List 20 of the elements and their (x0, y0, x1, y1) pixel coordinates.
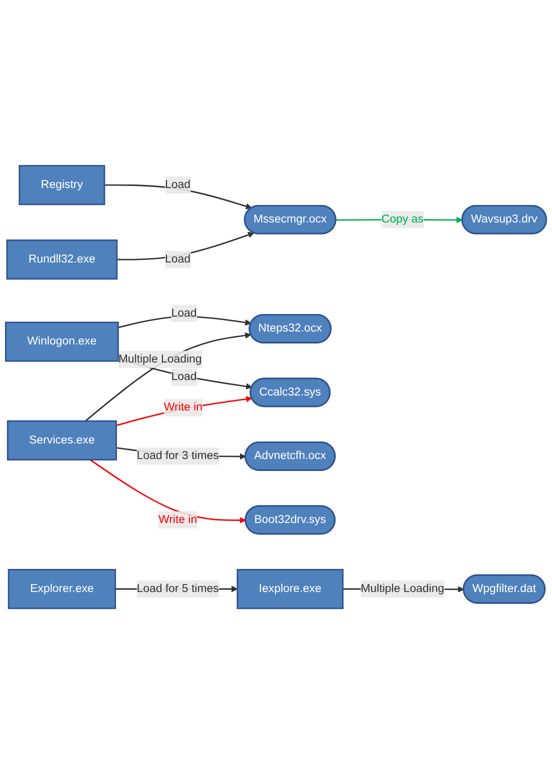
edge-label: Multiple Loading (360, 582, 444, 595)
edge-label: Load for 3 times (136, 450, 219, 462)
edge-label: Write in (164, 401, 203, 414)
node-box: Winlogon.exe (5, 322, 119, 362)
edge-label: Load for 5 times (136, 582, 219, 595)
edge-label: Load (165, 253, 191, 266)
edge-label: Copy as (381, 213, 424, 226)
node-box: Services.exe (6, 420, 117, 460)
edge-label: Load (171, 370, 197, 383)
edge-label: Load (165, 178, 191, 191)
arrow (84, 332, 252, 422)
node-box: Iexplore.exe (236, 568, 344, 610)
arrow (116, 396, 252, 426)
arrow (90, 459, 246, 524)
edge-label: Multiple Loading (118, 352, 202, 366)
edge-label: Load (171, 306, 197, 320)
node-box: Explorer.exe (8, 568, 116, 610)
node-box: Rundll32.exe (6, 239, 118, 280)
node-box: Registry (18, 164, 106, 206)
edge-label: Write in (158, 513, 198, 526)
